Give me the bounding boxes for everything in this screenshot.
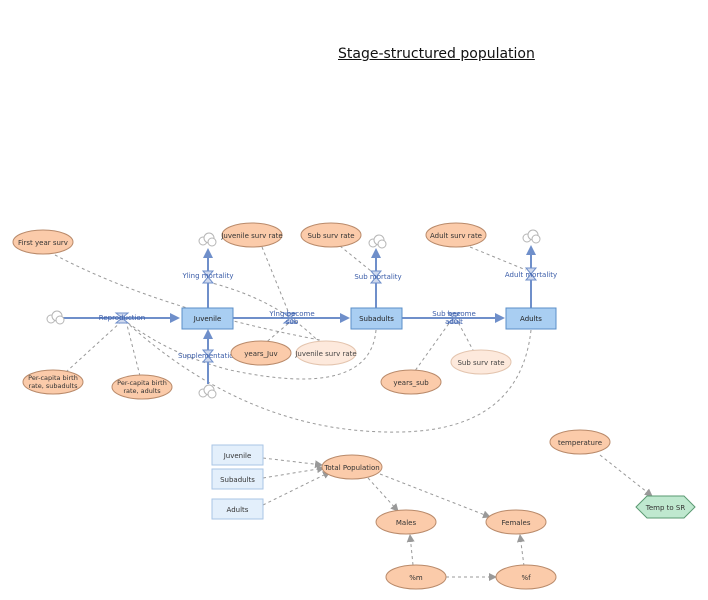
link-total-to-females xyxy=(379,473,491,519)
ghost-juvenile-label: Juvenile xyxy=(223,452,252,460)
link-adults-ghost-to-total xyxy=(262,471,331,506)
juv-mortality-flow-label[interactable]: Yling mortality xyxy=(181,272,233,280)
supplementation-valve xyxy=(201,349,215,363)
juv-mortality-valve xyxy=(201,270,215,284)
link-yearssub-to-become-adult xyxy=(411,321,451,376)
variable-males[interactable]: Males xyxy=(375,509,437,535)
ghost-adults-label: Adults xyxy=(227,506,249,514)
cloud-icon xyxy=(198,232,217,247)
stock-juvenile[interactable]: Juvenile xyxy=(181,307,234,330)
link-pctm-to-males xyxy=(406,534,415,566)
flow-labels: Reproduction Yling mortality Supplementa… xyxy=(99,271,557,360)
cloud-icon xyxy=(368,234,387,249)
sub-surv-rate-ghost-label: Sub surv rate xyxy=(457,359,504,367)
pct-f-label: %f xyxy=(521,574,531,582)
adult-mortality-flow-label[interactable]: Adult mortality xyxy=(505,271,557,279)
first-year-surv-label: First year surv xyxy=(18,239,68,247)
variable-adult-surv-rate[interactable]: Adult surv rate xyxy=(425,222,487,248)
adult-mortality-valve xyxy=(524,267,538,281)
sub-surv-rate-label: Sub surv rate xyxy=(307,232,354,240)
variable-juvenile-surv-rate-ghost[interactable]: Juvenile surv rate xyxy=(294,340,357,366)
variable-females[interactable]: Females xyxy=(485,509,547,535)
lookup-temp-to-sr[interactable]: Temp to SR xyxy=(635,495,696,519)
males-label: Males xyxy=(396,519,417,527)
link-subsurv-to-mortality xyxy=(339,245,377,276)
pct-m-label: %m xyxy=(409,574,423,582)
sub-become-adult-valve xyxy=(446,312,462,324)
link-adult-to-repro xyxy=(123,319,532,433)
variable-years-juv[interactable]: years_Juv xyxy=(230,340,292,366)
temperature-label: temperature xyxy=(558,439,602,447)
supplementation-flow-label[interactable]: Supplementation xyxy=(178,352,238,360)
total-population-label: Total Population xyxy=(323,464,379,472)
juv-become-sub-valve xyxy=(282,312,298,324)
juvenile-surv-rate-ghost-label: Juvenile surv rate xyxy=(294,350,356,358)
page-title: Stage-structured population xyxy=(338,46,535,62)
link-subadults-ghost-to-total xyxy=(262,465,325,479)
stock-subadults-label: Subadults xyxy=(359,315,394,323)
variable-juvenile-surv-rate[interactable]: Juvenile surv rate xyxy=(220,222,283,248)
link-total-to-males xyxy=(367,477,399,512)
stock-juvenile-label: Juvenile xyxy=(193,315,222,323)
ghost-stock-juvenile[interactable]: Juvenile xyxy=(211,444,264,466)
link-adultsurv-to-mortality xyxy=(469,246,527,271)
cloud-icon xyxy=(198,384,217,399)
link-temperature-to-temp-sr xyxy=(599,454,653,497)
variable-sub-surv-rate[interactable]: Sub surv rate xyxy=(300,222,362,248)
adult-surv-rate-label: Adult surv rate xyxy=(430,232,482,240)
link-subsurvghost-to-become-adult xyxy=(457,321,475,353)
variable-total-population[interactable]: Total Population xyxy=(321,454,383,480)
variable-years-sub[interactable]: years_sub xyxy=(380,369,442,395)
variable-temperature[interactable]: temperature xyxy=(549,429,611,455)
info-links xyxy=(54,245,653,581)
flow-valves xyxy=(114,267,538,363)
stock-subadults[interactable]: Subadults xyxy=(350,307,403,330)
ghost-stock-adults[interactable]: Adults xyxy=(211,498,264,520)
stock-adults-label: Adults xyxy=(520,315,542,323)
juvenile-surv-rate-label: Juvenile surv rate xyxy=(220,232,282,240)
years-juv-label: years_Juv xyxy=(244,350,277,358)
clouds xyxy=(46,229,541,399)
variable-sub-surv-rate-ghost[interactable]: Sub surv rate xyxy=(450,349,512,375)
link-juvenile-ghost-to-total xyxy=(262,457,323,469)
variable-first-year-surv[interactable]: First year surv xyxy=(12,229,74,255)
link-subadult-to-repro xyxy=(123,319,377,380)
variable-pct-f[interactable]: %f xyxy=(495,564,557,590)
years-sub-label: years_sub xyxy=(393,379,429,387)
link-first-year-to-juvenile-surv xyxy=(54,254,321,341)
reproduction-flow-label[interactable]: Reproduction xyxy=(99,314,145,322)
ghost-stock-subadults[interactable]: Subadults xyxy=(211,468,264,490)
reproduction-valve xyxy=(114,312,130,324)
link-juvsurv-to-become-sub xyxy=(261,246,291,317)
sub-mortality-valve xyxy=(369,270,383,284)
link-birthadult-to-repro xyxy=(125,320,141,377)
temp-to-sr-label: Temp to SR xyxy=(645,504,686,512)
link-birthsub-to-repro xyxy=(65,320,123,373)
variable-pct-m[interactable]: %m xyxy=(385,564,447,590)
cloud-icon xyxy=(522,229,541,244)
link-pctf-to-females xyxy=(516,534,525,567)
ghost-subadults-label: Subadults xyxy=(220,476,255,484)
sub-mortality-flow-label[interactable]: Sub mortality xyxy=(354,273,401,281)
cloud-icon xyxy=(46,310,65,325)
females-label: Females xyxy=(502,519,531,527)
stock-adults[interactable]: Adults xyxy=(505,307,557,330)
